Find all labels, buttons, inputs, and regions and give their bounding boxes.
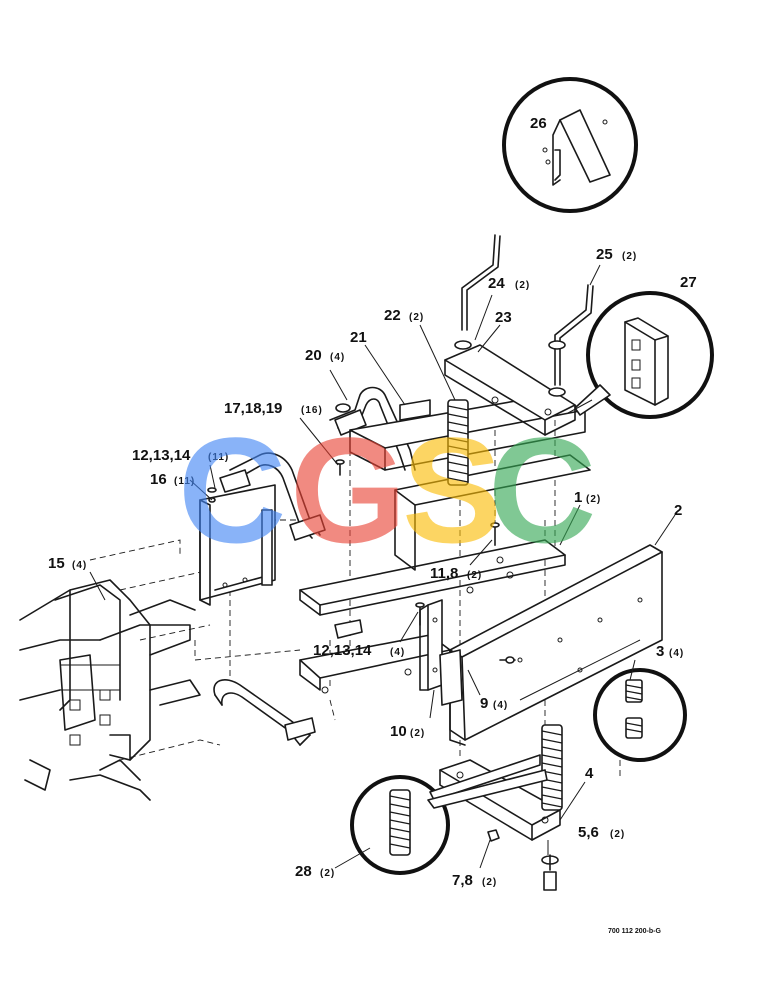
svg-text:21: 21 [350,329,367,346]
svg-text:23: 23 [495,309,512,326]
detail-27 [567,291,714,419]
svg-text:25: 25 [596,246,613,263]
bolt-5-6 [541,854,559,891]
callout-7-8: 7,8 (2) [452,872,497,889]
svg-text:(2): (2) [515,280,530,291]
detail-28 [350,754,548,875]
spring-4 [541,724,563,811]
svg-text:(4): (4) [72,560,87,571]
callout-23: 23 [495,309,512,326]
svg-text:1: 1 [574,489,582,506]
rod-25 [548,284,594,397]
callout-1: 1 (2) [574,489,601,506]
watermark-letter-g: G [290,406,407,574]
callout-9: 9 (4) [480,695,508,712]
rail-1 [299,454,591,616]
spring-22 [447,399,469,486]
small-bolts [207,459,516,664]
watermark-letter-c2: C [488,406,596,574]
callout-11-8: 11,8 (2) [430,565,482,582]
callout-labels: 26 25(2) 27 24(2) 22(2) 23 21 20(4) 17,1… [48,115,697,889]
svg-text:11,8: 11,8 [430,565,458,582]
callout-21: 21 [350,329,367,346]
svg-text:12,13,14: 12,13,14 [132,447,191,464]
callout-12-13-14-b: 12,13,14 (4) [313,642,405,659]
svg-text:22: 22 [384,307,401,324]
svg-text:15: 15 [48,555,65,572]
main-frame [19,579,201,801]
callout-16: 16 (11) [150,471,195,488]
leader-lines [89,264,676,869]
detail-26 [502,77,638,213]
svg-text:(11): (11) [174,476,195,487]
svg-text:9: 9 [480,695,488,712]
svg-text:7,8: 7,8 [452,872,473,889]
svg-text:16: 16 [150,471,167,488]
left-channel-bracket [199,484,276,606]
svg-text:(4): (4) [390,647,405,658]
svg-text:(4): (4) [330,352,345,363]
svg-text:3: 3 [656,643,664,660]
svg-text:17,18,19: 17,18,19 [224,400,282,417]
svg-text:(4): (4) [669,648,684,659]
svg-text:(2): (2) [410,728,425,739]
svg-text:12,13,14: 12,13,14 [313,642,372,659]
callout-4: 4 [585,765,594,782]
callout-5-6: 5,6 (2) [578,824,625,841]
callout-10: 10(2) [390,723,425,740]
callout-25: 25 (2) [596,246,637,263]
svg-text:(2): (2) [467,570,482,581]
lower-rail [299,619,451,694]
svg-text:(4): (4) [493,700,508,711]
svg-text:(2): (2) [622,251,637,262]
svg-text:26: 26 [530,115,547,132]
callout-17-18-19: 17,18,19 (16) [224,400,323,417]
callout-26: 26 [530,115,547,132]
svg-text:(2): (2) [586,494,601,505]
watermark-letter-c1: C [178,406,286,574]
top-handle [219,386,416,541]
callout-12-13-14-a: 12,13,14 (11) [132,447,229,464]
callout-22: 22 (2) [384,307,424,324]
svg-text:5,6: 5,6 [578,824,599,841]
callout-27: 27 [680,274,697,291]
svg-text:(2): (2) [482,877,497,888]
detail-3 [593,668,687,762]
watermark: C G S C [178,406,596,574]
callout-24: 24 (2) [488,275,530,292]
panel-2 [439,544,663,746]
rod-24 [454,234,501,350]
svg-text:(2): (2) [610,829,625,840]
svg-text:10: 10 [390,723,407,740]
svg-text:(11): (11) [208,452,229,463]
svg-text:2: 2 [674,502,682,519]
bottom-handle [213,679,316,746]
svg-text:24: 24 [488,275,505,292]
svg-text:4: 4 [585,765,594,782]
callout-2: 2 [674,502,682,519]
callout-20: 20 (4) [305,347,345,364]
watermark-letter-s: S [402,406,502,574]
drawing-code: 700 112 200-b-G [608,928,661,935]
callout-3: 3 (4) [656,643,684,660]
nut-7-8 [487,829,500,842]
callout-15: 15 (4) [48,555,87,572]
svg-text:(16): (16) [301,405,323,416]
svg-text:28: 28 [295,863,312,880]
svg-text:(2): (2) [320,868,335,879]
callout-28: 28 (2) [295,863,335,880]
svg-text:27: 27 [680,274,697,291]
svg-text:(2): (2) [409,312,424,323]
top-plate-23 [444,344,576,436]
svg-text:20: 20 [305,347,322,364]
